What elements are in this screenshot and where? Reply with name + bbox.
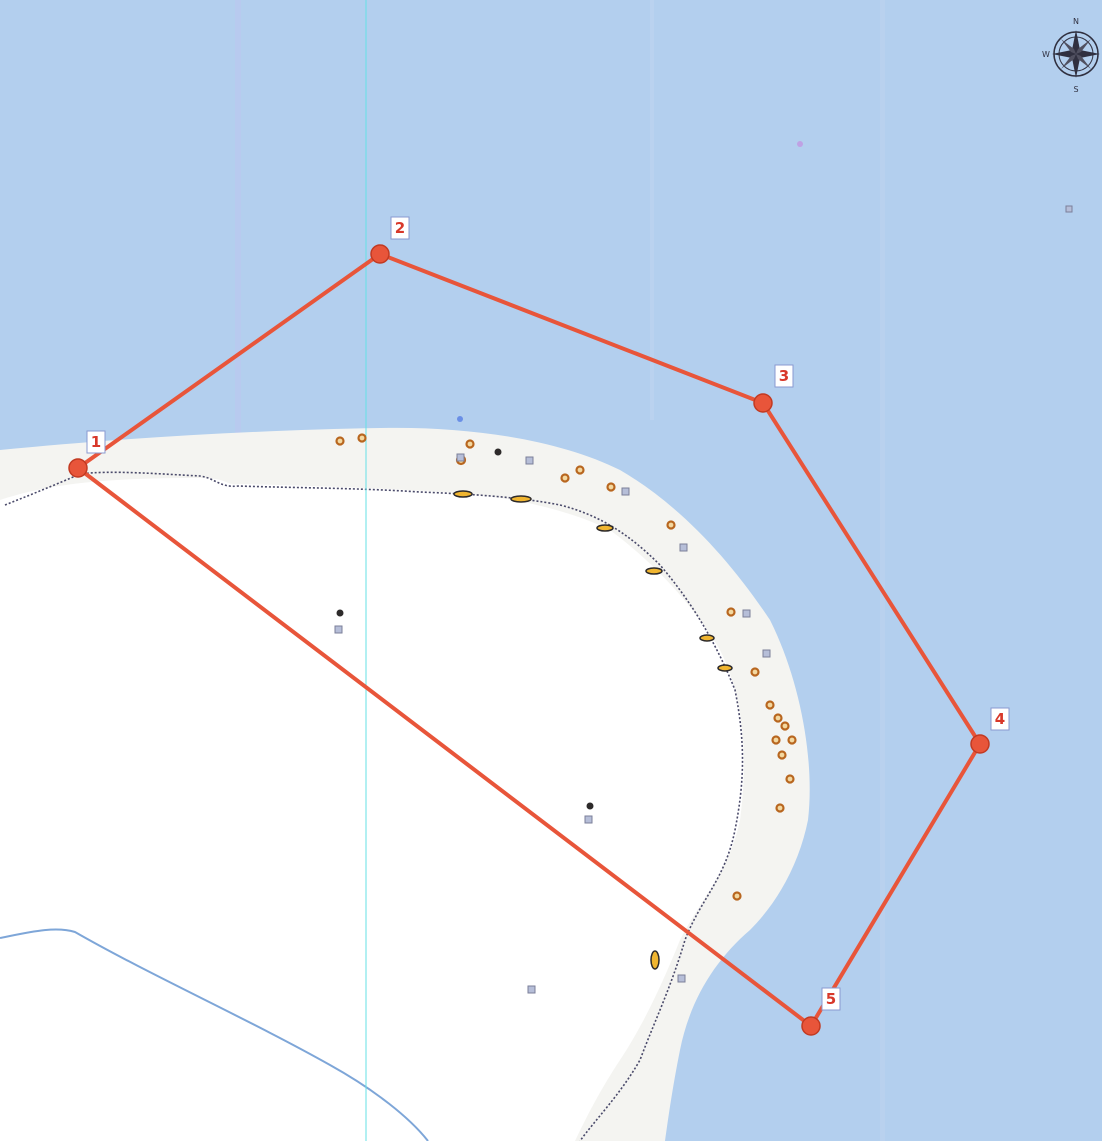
land-area [0, 478, 744, 1141]
vertex-label-box-4 [990, 707, 1010, 731]
dark-marker-icon [494, 448, 502, 456]
blue-marker [457, 416, 463, 422]
buoy-icon [787, 735, 797, 745]
vertex-point-2[interactable] [370, 244, 390, 264]
land-area-west [0, 925, 425, 1141]
chart-symbol-icon [334, 625, 343, 634]
area-polygon: 1 2 3 4 5 [68, 216, 1010, 1036]
chart-symbol-icon [456, 453, 465, 462]
chart-symbol-icon [762, 649, 771, 658]
buoy-icon [335, 436, 345, 446]
buoy-markers [335, 433, 797, 901]
beacon-icon [645, 567, 663, 575]
beacon-markers [453, 490, 733, 970]
buoy-icon [357, 433, 367, 443]
dark-marker-icon [336, 609, 344, 617]
beacon-icon [717, 664, 733, 672]
compass-rose-icon: N S W [1042, 17, 1100, 94]
vertex-label-box-3 [774, 364, 794, 388]
buoy-icon [606, 482, 616, 492]
dark-marker-icon [586, 802, 594, 810]
chart-symbol-icon [677, 974, 686, 983]
vertex-label-1: 1 [91, 433, 101, 451]
chart-symbols [334, 205, 1073, 994]
chart-streak [880, 0, 885, 1141]
vertex-label-4: 4 [995, 710, 1005, 728]
beacon-icon [453, 490, 473, 498]
compass-north-label: N [1073, 17, 1079, 26]
vertex-point-1[interactable] [68, 458, 88, 478]
compass-south-label: S [1073, 85, 1078, 94]
buoy-icon [732, 891, 742, 901]
vertex-label-3: 3 [779, 367, 789, 385]
coastline [4, 471, 744, 1141]
compass-west-label: W [1042, 50, 1050, 59]
dark-markers [336, 448, 594, 810]
buoy-icon [780, 721, 790, 731]
chart-symbol-icon [621, 487, 630, 496]
beacon-icon [596, 524, 614, 532]
vertex-label-box-1 [86, 430, 106, 454]
vertex-point-5[interactable] [801, 1016, 821, 1036]
buoy-icon [465, 439, 475, 449]
beacon-icon [650, 950, 660, 970]
buoy-icon [771, 735, 781, 745]
chart-symbol-icon [1065, 205, 1073, 213]
buoy-icon [765, 700, 775, 710]
chart-symbol-icon [527, 985, 536, 994]
vertex-label-box-2 [390, 216, 410, 240]
vertex-point-3[interactable] [753, 393, 773, 413]
buoy-icon [726, 607, 736, 617]
chart-streak [235, 0, 241, 440]
vertex-label-2: 2 [395, 219, 405, 237]
vertex-label-box-5 [821, 987, 841, 1011]
purple-dot [797, 141, 803, 147]
buoy-icon [560, 473, 570, 483]
chart-symbol-icon [525, 456, 534, 465]
vertex-label-5: 5 [826, 990, 836, 1008]
beacon-icon [510, 495, 532, 503]
buoy-icon [575, 465, 585, 475]
buoy-icon [775, 803, 785, 813]
buoy-icon [785, 774, 795, 784]
buoy-icon [666, 520, 676, 530]
chart-symbol-icon [742, 609, 751, 618]
depth-contour [0, 928, 429, 1141]
polygon-outline [76, 252, 982, 1028]
chart-symbol-icon [584, 815, 593, 824]
vertex-point-4[interactable] [970, 734, 990, 754]
chart-symbol-icon [679, 543, 688, 552]
beacon-icon [699, 634, 715, 642]
chart-streak [650, 0, 654, 420]
buoy-icon [773, 713, 783, 723]
buoy-icon [750, 667, 760, 677]
buoy-icon [777, 750, 787, 760]
